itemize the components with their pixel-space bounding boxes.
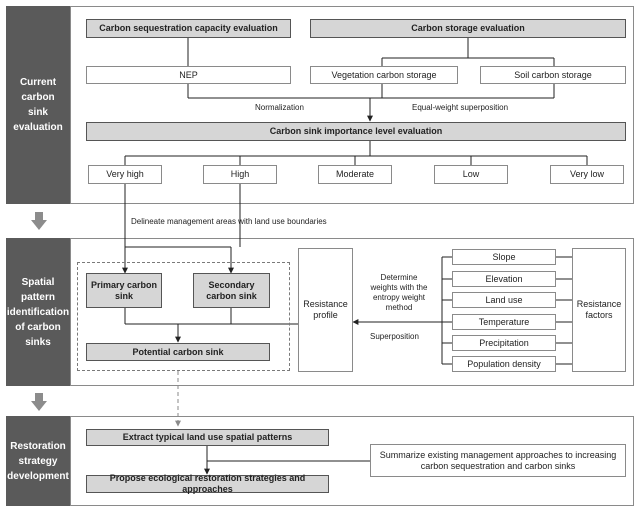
normalization-label: Normalization bbox=[255, 103, 304, 112]
nep-box: NEP bbox=[86, 66, 291, 84]
soil-carbon-storage-box: Soil carbon storage bbox=[480, 66, 626, 84]
level-moderate-box: Moderate bbox=[318, 165, 392, 184]
carbon-sink-importance-box: Carbon sink importance level evaluation bbox=[86, 122, 626, 141]
primary-carbon-sink-box: Primary carbon sink bbox=[86, 273, 162, 308]
factor-land-use-box: Land use bbox=[452, 292, 556, 308]
stage-label-restoration: Restoration strategy development bbox=[6, 416, 70, 506]
carbon-sequestration-evaluation-box: Carbon sequestration capacity evaluation bbox=[86, 19, 291, 38]
level-very-high-box: Very high bbox=[88, 165, 162, 184]
factor-population-density-box: Population density bbox=[452, 356, 556, 372]
stage-label-evaluation: Current carbon sink evaluation bbox=[6, 6, 70, 204]
factor-precipitation-box: Precipitation bbox=[452, 335, 556, 351]
delineate-management-label: Delineate management areas with land use… bbox=[131, 217, 327, 226]
carbon-storage-evaluation-box: Carbon storage evaluation bbox=[310, 19, 626, 38]
resistance-profile-box: Resistance profile bbox=[298, 248, 353, 372]
secondary-carbon-sink-box: Secondary carbon sink bbox=[193, 273, 270, 308]
superposition-label: Superposition bbox=[370, 332, 419, 341]
stage-label-spatial: Spatial pattern identification of carbon… bbox=[6, 238, 70, 386]
equal-weight-superposition-label: Equal-weight superposition bbox=[412, 103, 509, 112]
summarize-management-approaches-box: Summarize existing management approaches… bbox=[370, 444, 626, 477]
level-high-box: High bbox=[203, 165, 277, 184]
potential-carbon-sink-box: Potential carbon sink bbox=[86, 343, 270, 361]
factor-temperature-box: Temperature bbox=[452, 314, 556, 330]
level-very-low-box: Very low bbox=[550, 165, 624, 184]
level-low-box: Low bbox=[434, 165, 508, 184]
resistance-factors-box: Resistance factors bbox=[572, 248, 626, 372]
vegetation-carbon-storage-box: Vegetation carbon storage bbox=[310, 66, 458, 84]
factor-elevation-box: Elevation bbox=[452, 271, 556, 287]
propose-restoration-strategies-box: Propose ecological restoration strategie… bbox=[86, 473, 329, 494]
entropy-weight-label: Determine weights with the entropy weigh… bbox=[370, 273, 428, 312]
carbon-sink-group bbox=[77, 262, 290, 371]
factor-slope-box: Slope bbox=[452, 249, 556, 265]
extract-land-use-patterns-box: Extract typical land use spatial pattern… bbox=[86, 429, 329, 446]
stage-arrow-1 bbox=[31, 212, 47, 230]
stage-arrow-2 bbox=[31, 393, 47, 411]
